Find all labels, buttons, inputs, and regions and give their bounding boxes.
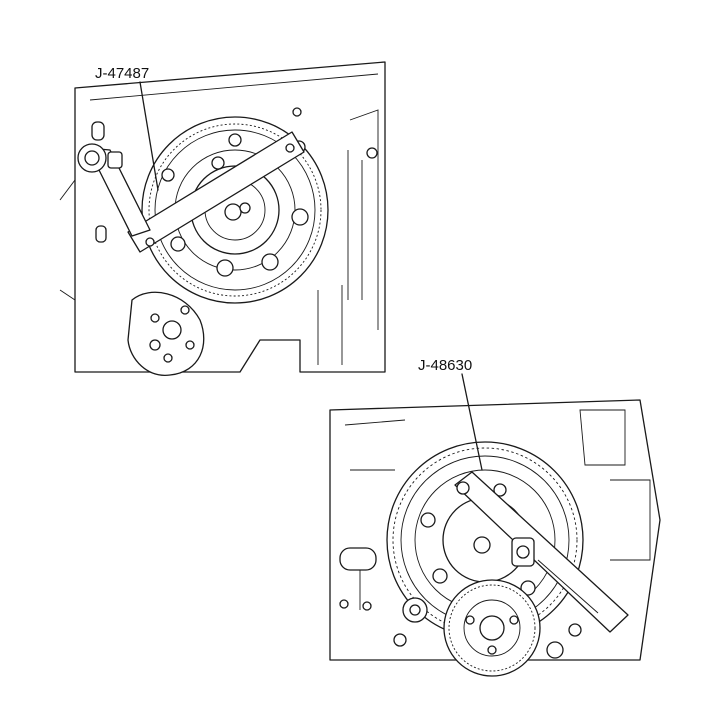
crankshaft-drive-gear bbox=[386, 441, 584, 639]
bottom-view-gear-assembly bbox=[329, 399, 661, 677]
idler-gear bbox=[443, 579, 541, 677]
callout-label-j-47487: J-47487 bbox=[95, 65, 149, 82]
top-view-flywheel-assembly bbox=[59, 61, 386, 376]
callout-label-j-48630: J-48630 bbox=[418, 357, 472, 374]
callout-j-48630: J-48630 bbox=[418, 357, 483, 471]
holding-tool-arm bbox=[454, 471, 629, 633]
timing-cover-bolts bbox=[393, 597, 582, 659]
holding-tool-bar bbox=[77, 131, 305, 253]
oil-pump-housing bbox=[127, 291, 205, 376]
callout-j-47487: J-47487 bbox=[95, 65, 159, 191]
